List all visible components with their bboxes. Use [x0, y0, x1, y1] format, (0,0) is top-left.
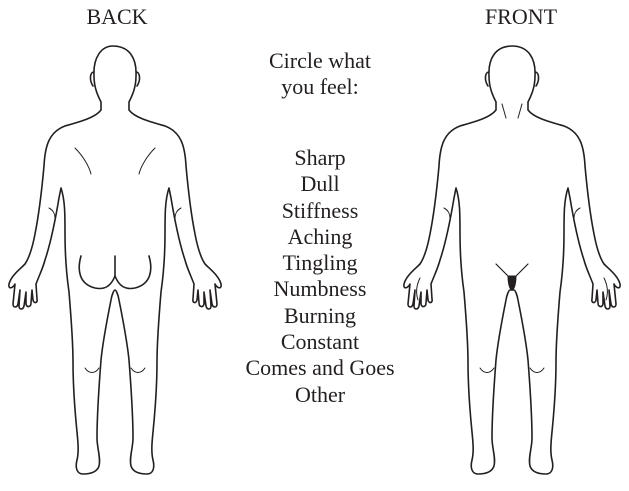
option-numbness[interactable]: Numbness	[230, 276, 410, 302]
option-other[interactable]: Other	[230, 382, 410, 408]
back-body-diagram[interactable]	[5, 38, 225, 488]
instruction-line-2: you feel:	[240, 74, 400, 100]
instructions: Circle what you feel:	[240, 48, 400, 100]
option-tingling[interactable]: Tingling	[230, 250, 410, 276]
back-figure-label: BACK	[72, 4, 162, 30]
front-body-outline	[402, 38, 622, 488]
option-sharp[interactable]: Sharp	[230, 145, 410, 171]
front-figure-label: FRONT	[466, 4, 576, 30]
back-body-outline	[5, 38, 225, 488]
option-constant[interactable]: Constant	[230, 329, 410, 355]
option-dull[interactable]: Dull	[230, 171, 410, 197]
option-stiffness[interactable]: Stiffness	[230, 198, 410, 224]
sensation-options: Sharp Dull Stiffness Aching Tingling Num…	[230, 145, 410, 408]
instruction-line-1: Circle what	[240, 48, 400, 74]
option-aching[interactable]: Aching	[230, 224, 410, 250]
option-burning[interactable]: Burning	[230, 303, 410, 329]
option-comes-and-goes[interactable]: Comes and Goes	[230, 355, 410, 381]
front-body-diagram[interactable]	[402, 38, 622, 488]
